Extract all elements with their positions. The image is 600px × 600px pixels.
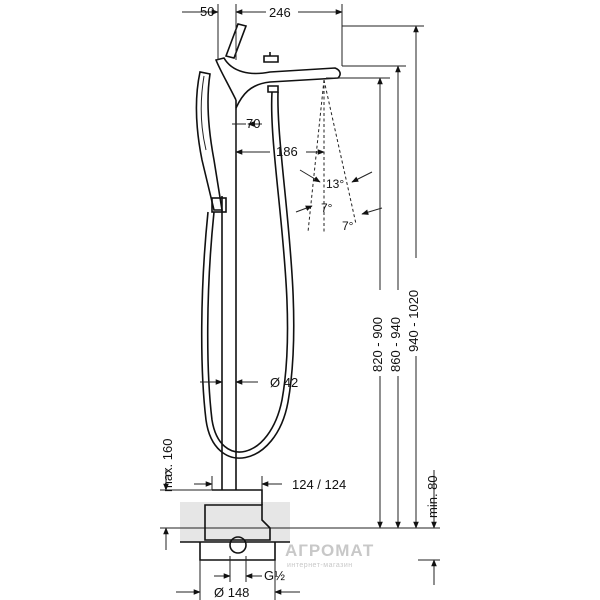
- hand-shower-face: [200, 75, 207, 151]
- hose-connector: [267, 85, 279, 93]
- hand-shower: [195, 71, 227, 213]
- spray-right-line: [323, 79, 357, 225]
- angle-13-arrow-right: [351, 171, 373, 183]
- dim-940-label: 940 - 1020: [406, 290, 421, 352]
- floor-fill: [180, 502, 290, 542]
- cover-dim: 124 / 124: [194, 476, 346, 492]
- connection-port: [229, 536, 247, 554]
- angle-7-right-label: 7°: [342, 219, 354, 233]
- angle-13-label: 13°: [326, 177, 344, 191]
- angle-7-right-arrow: [361, 207, 383, 215]
- dim-g12-label: G½: [264, 568, 285, 583]
- spray-angles: 13° 7° 7°: [295, 79, 383, 233]
- dim-min80-label: min. 80: [425, 475, 440, 518]
- dim-820-mask: [369, 290, 385, 376]
- shower-hose: [200, 91, 295, 459]
- dim-124-label: 124 / 124: [292, 477, 346, 492]
- dim-50-label: 50: [200, 4, 214, 19]
- pipe-diameter-label: Ø 42: [270, 375, 298, 390]
- hose-inner: [200, 91, 295, 459]
- spout: [214, 23, 341, 109]
- standpipe: [221, 100, 237, 490]
- dim-148-label: Ø 148: [214, 585, 249, 600]
- mounting-box: [199, 542, 276, 561]
- watermark: АГРОМАТ интернет-магазин: [285, 541, 374, 569]
- dim-186-label: 186: [276, 144, 298, 159]
- hose-outer: [206, 91, 289, 453]
- lever-handle: [224, 23, 248, 59]
- angle-7-left-label: 7°: [321, 201, 333, 215]
- angle-13-arrow-left: [299, 169, 321, 183]
- dim-148-mask: [210, 584, 262, 599]
- hose-max-dim: max. 160: [160, 439, 212, 550]
- pipe-diameter-dim: Ø 42: [200, 375, 298, 390]
- dim-940-mask: [405, 258, 421, 356]
- spout-body: [214, 57, 341, 109]
- shower-holder: [211, 197, 227, 213]
- dim-860-mask: [387, 290, 403, 376]
- dim-246-mask: [266, 4, 298, 19]
- dim-max160-label: max. 160: [160, 439, 175, 492]
- dim-820-label: 820 - 900: [370, 317, 385, 372]
- watermark-sub: интернет-магазин: [287, 562, 353, 569]
- dim-246-label: 246: [269, 5, 291, 20]
- diverter-knob: [263, 55, 279, 63]
- height-dimensions: 820 - 900 860 - 940 940 - 1020 min. 80: [290, 25, 440, 585]
- bottom-dimensions: G½ Ø 148: [176, 556, 300, 600]
- hand-shower-head: [195, 71, 223, 211]
- top-dimensions: 50 246 70 186: [182, 4, 343, 160]
- dim-70-label: 70: [246, 116, 260, 131]
- watermark-brand: АГРОМАТ: [285, 541, 374, 560]
- dim-860-label: 860 - 940: [388, 317, 403, 372]
- angle-7-left-arrow: [295, 205, 313, 213]
